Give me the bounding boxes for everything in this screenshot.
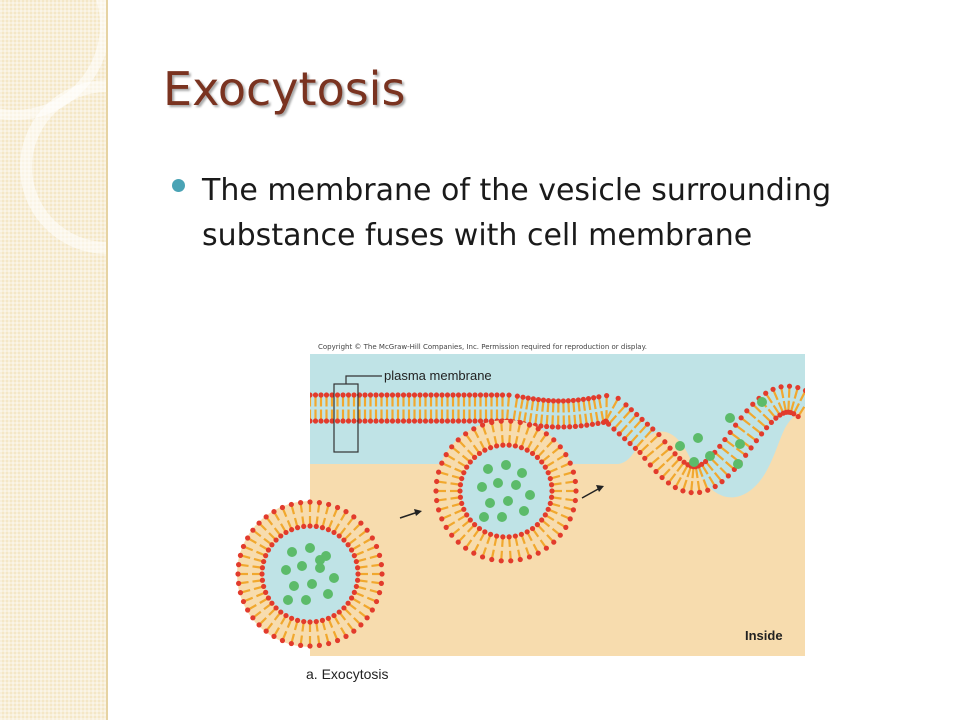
- particle: [485, 498, 495, 508]
- particle: [757, 397, 767, 407]
- particle: [689, 457, 699, 467]
- particle: [305, 543, 315, 553]
- label-leader-line: [345, 375, 382, 384]
- exocytosis-diagram: [235, 354, 805, 656]
- bullet-text: The membrane of the vesicle surrounding …: [202, 173, 832, 253]
- particle: [735, 439, 745, 449]
- particle: [301, 595, 311, 605]
- particle: [517, 468, 527, 478]
- particle: [705, 451, 715, 461]
- particle: [329, 573, 339, 583]
- vesicle-group: [235, 418, 579, 649]
- particle: [287, 547, 297, 557]
- particle: [493, 478, 503, 488]
- particle: [483, 464, 493, 474]
- copyright-notice: Copyright © The McGraw-Hill Companies, I…: [318, 343, 647, 351]
- plasma-membrane: [310, 383, 805, 496]
- secreted-particles: [281, 397, 767, 605]
- bullet-dot-icon: [172, 179, 185, 192]
- particle: [479, 512, 489, 522]
- particle: [307, 579, 317, 589]
- particle: [477, 482, 487, 492]
- particle: [511, 480, 521, 490]
- particle: [315, 555, 325, 565]
- particle: [519, 506, 529, 516]
- particle: [497, 512, 507, 522]
- particle: [725, 413, 735, 423]
- particle: [525, 490, 535, 500]
- figure-caption: a. Exocytosis: [306, 666, 389, 682]
- exocytosis-figure: Copyright © The McGraw-Hill Companies, I…: [210, 336, 810, 696]
- particle: [501, 460, 511, 470]
- particle: [297, 561, 307, 571]
- particle: [315, 563, 325, 573]
- arrow-icon: [581, 485, 604, 499]
- vesicle: [235, 499, 385, 649]
- plasma-membrane-label: plasma membrane: [384, 368, 492, 383]
- inside-label: Inside: [745, 628, 783, 643]
- particle: [503, 496, 513, 506]
- particle: [693, 433, 703, 443]
- slide-title: Exocytosis: [163, 62, 406, 116]
- particle: [289, 581, 299, 591]
- particle: [733, 459, 743, 469]
- arrow-icon: [399, 509, 422, 519]
- particle: [323, 589, 333, 599]
- particle: [281, 565, 291, 575]
- particle: [283, 595, 293, 605]
- particle: [675, 441, 685, 451]
- decorative-sidebar: [0, 0, 108, 720]
